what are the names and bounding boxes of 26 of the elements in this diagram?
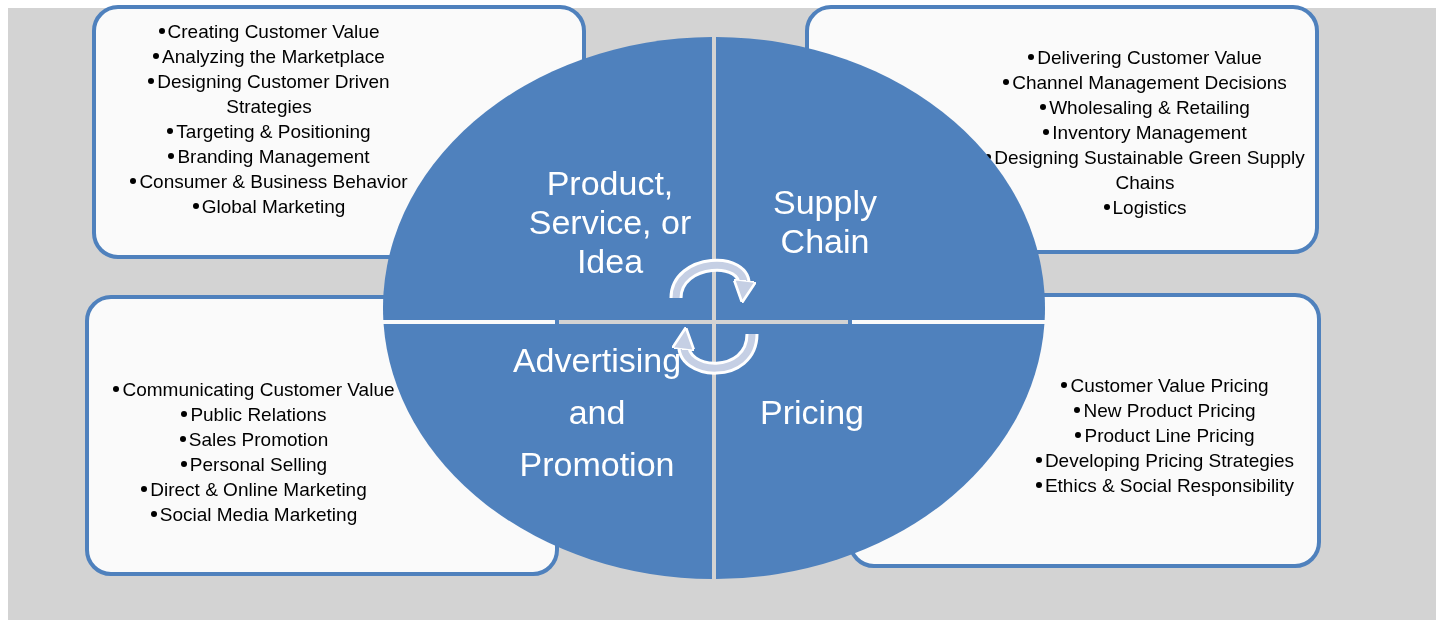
quadrant-title: Advertising and Promotion	[511, 340, 683, 485]
bullet-item: Channel Management Decisions	[1003, 72, 1287, 93]
bullet-item: Communicating Customer Value	[113, 379, 395, 400]
quadrant-title: Product, Service, or Idea	[527, 163, 693, 281]
bullet-item: Product Line Pricing	[1075, 425, 1255, 446]
bullet-item: Customer Value Pricing	[1061, 375, 1269, 396]
bullet-item: Consumer & Business Behavior	[130, 171, 408, 192]
bullet-item: Global Marketing	[192, 196, 346, 217]
bullet-item: Direct & Online Marketing	[141, 479, 367, 500]
bullet-item: Targeting & Positioning	[167, 121, 371, 142]
bullet-item: Wholesaling & Retailing	[1040, 97, 1250, 118]
quadrant-title: Supply Chain	[772, 183, 878, 261]
bullet-item: Developing Pricing Strategies	[1035, 450, 1295, 471]
bullet-item: Creating Customer Value	[158, 21, 380, 42]
bullet-item: Public Relations	[181, 404, 327, 425]
bullet-item: Analyzing the Marketplace	[153, 46, 385, 67]
bullet-item: Branding Management	[168, 146, 370, 167]
bullet-item: Delivering Customer Value	[1028, 47, 1262, 68]
bullet-item: Social Media Marketing	[150, 504, 358, 525]
bullet-item: Logistics	[1103, 197, 1187, 218]
quadrant-title: Pricing	[759, 392, 865, 432]
bullet-item: New Product Pricing	[1074, 400, 1256, 421]
bullet-item: Ethics & Social Responsibility	[1035, 475, 1295, 496]
bullet-item: Personal Selling	[180, 454, 328, 475]
bullet-item: Sales Promotion	[179, 429, 329, 450]
bullet-item: Inventory Management	[1043, 122, 1247, 143]
